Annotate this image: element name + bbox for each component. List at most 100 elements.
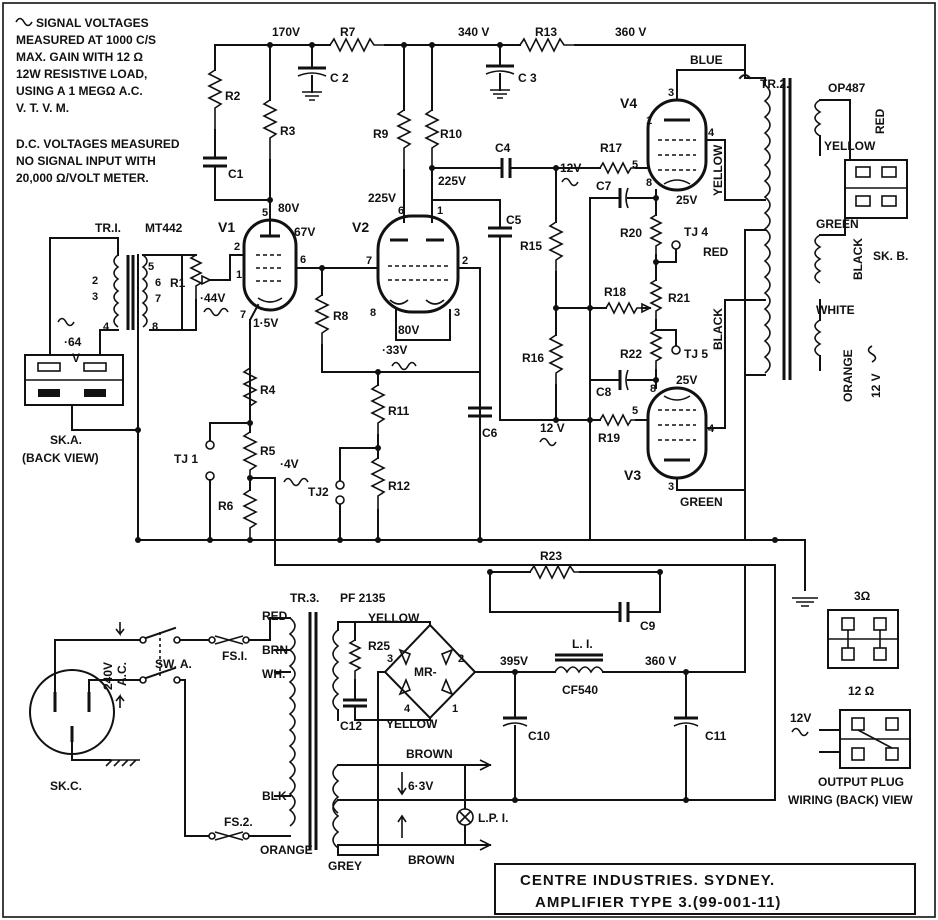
label-TJ4: TJ 4 (684, 225, 708, 239)
pin-tr1-7: 7 (155, 293, 161, 305)
pin-tr1-2: 2 (92, 275, 98, 287)
voltage-240v: 240V (101, 662, 115, 690)
resistor-R10 (424, 44, 440, 211)
pin-v3-8: 8 (650, 383, 656, 395)
voltage-360v-top: 360 V (615, 25, 646, 39)
b-plus-rail (214, 37, 746, 71)
label-V4: V4 (620, 95, 637, 111)
label-L1: L. I. (572, 637, 593, 651)
voltage-44v: ·44V (200, 291, 225, 305)
resistor-R8 (314, 265, 481, 373)
fuse-FS1[interactable] (208, 617, 291, 645)
capacitor-C8 (589, 369, 657, 391)
label-FS2: FS.2. (224, 815, 253, 829)
label-R2: R2 (225, 89, 241, 103)
wire-tr3-wh: WH. (262, 667, 285, 681)
wire-orange: ORANGE (841, 349, 855, 402)
resistor-R25 (348, 621, 362, 701)
voltage-63v: 6·3V (408, 779, 433, 793)
label-R7: R7 (340, 25, 356, 39)
pin-v4-8: 8 (646, 177, 652, 189)
arrow-down-icon (115, 622, 125, 637)
tr2-secondary-white (814, 299, 822, 371)
signal-symbol-icon (15, 17, 33, 27)
label-MT442: MT442 (145, 221, 183, 235)
label-OP487: OP487 (828, 81, 866, 95)
resistor-R6 (242, 475, 258, 540)
pin-v2-2: 2 (462, 255, 468, 267)
switch-SWA[interactable] (139, 626, 209, 837)
resistor-R20 (649, 189, 663, 255)
signal-symbol-icon (561, 177, 579, 187)
capacitor-C7 (589, 187, 657, 209)
pin-v3-5: 5 (632, 405, 638, 417)
wire-brown-bottom: BROWN (408, 853, 455, 867)
heater-winding (337, 759, 492, 851)
note-signal-3: MAX. GAIN WITH 12 Ω (16, 50, 143, 64)
label-SKA-back-view: (BACK VIEW) (22, 451, 99, 465)
socket-SKC (29, 639, 141, 767)
wire-white: WHITE (816, 303, 855, 317)
pin-v4-1: 1 (646, 115, 652, 127)
voltage-15v: 1·5V (253, 316, 278, 330)
test-jack-TJ5 (655, 329, 681, 355)
capacitor-C9 (489, 571, 661, 622)
wire-tr3-brn: BRN (262, 643, 288, 657)
resistor-R5 (242, 417, 258, 478)
transformer-TR1 (49, 237, 183, 356)
pin-tr1-5: 5 (148, 261, 154, 273)
wire-yellow: YELLOW (711, 144, 725, 196)
test-jack-TJ1 (205, 422, 251, 541)
transformer-TR2 (724, 69, 792, 541)
resistor-R18 (599, 301, 652, 315)
label-V2: V2 (352, 219, 369, 235)
wire-black: BLACK (711, 308, 725, 350)
wire-brown-top: BROWN (406, 747, 453, 761)
label-R18: R18 (604, 285, 626, 299)
label-R3: R3 (280, 124, 296, 138)
pin-tr1-3: 3 (92, 291, 98, 303)
signal-symbol-icon (791, 727, 809, 737)
voltage-340v: 340 V (458, 25, 489, 39)
voltage-80v-v2: 80V (398, 323, 419, 337)
wire-black-op: BLACK (851, 238, 865, 280)
voltage-v-unit: V (72, 351, 80, 365)
voltage-225v-b: 225V (438, 174, 466, 188)
label-R20: R20 (620, 226, 642, 240)
pin-v1-1: 1 (236, 269, 242, 281)
resistor-R12 (370, 434, 386, 541)
wire-red: RED (703, 245, 729, 259)
voltage-225v-a: 225V (368, 191, 396, 205)
potentiometer-R1 (181, 254, 231, 331)
capacitor-C10 (502, 671, 528, 799)
signal-symbol-icon (867, 345, 877, 363)
pin-v4-3: 3 (668, 87, 674, 99)
signal-symbol-icon (539, 437, 557, 447)
voltage-12v-d: 12V (790, 711, 811, 725)
title-block (494, 863, 916, 915)
resistor-R13 (519, 37, 575, 53)
label-R25: R25 (368, 639, 390, 653)
pin-mr-2: 2 (458, 653, 464, 665)
label-LP1: L.P. I. (478, 811, 508, 825)
output-plug-12-ohm (819, 709, 911, 769)
label-C8: C8 (596, 385, 612, 399)
tube-V4 (646, 69, 746, 192)
label-C11: C11 (705, 729, 727, 743)
label-R13: R13 (535, 25, 557, 39)
label-V3: V3 (624, 467, 641, 483)
label-12-ohm: 12 Ω (848, 684, 875, 698)
label-R16: R16 (522, 351, 544, 365)
label-R17: R17 (600, 141, 622, 155)
label-TJ2: TJ2 (308, 485, 329, 499)
output-plug-caption-2: WIRING (BACK) VIEW (788, 793, 913, 807)
pin-mr-1: 1 (452, 703, 458, 715)
fuse-FS2[interactable] (208, 831, 291, 841)
label-R9: R9 (373, 127, 389, 141)
tube-V1 (229, 217, 381, 421)
voltage-360v-psu: 360 V (645, 654, 676, 668)
label-TR1: TR.I. (95, 221, 121, 235)
label-R4: R4 (260, 383, 276, 397)
voltage-25v-b: 25V (676, 373, 697, 387)
